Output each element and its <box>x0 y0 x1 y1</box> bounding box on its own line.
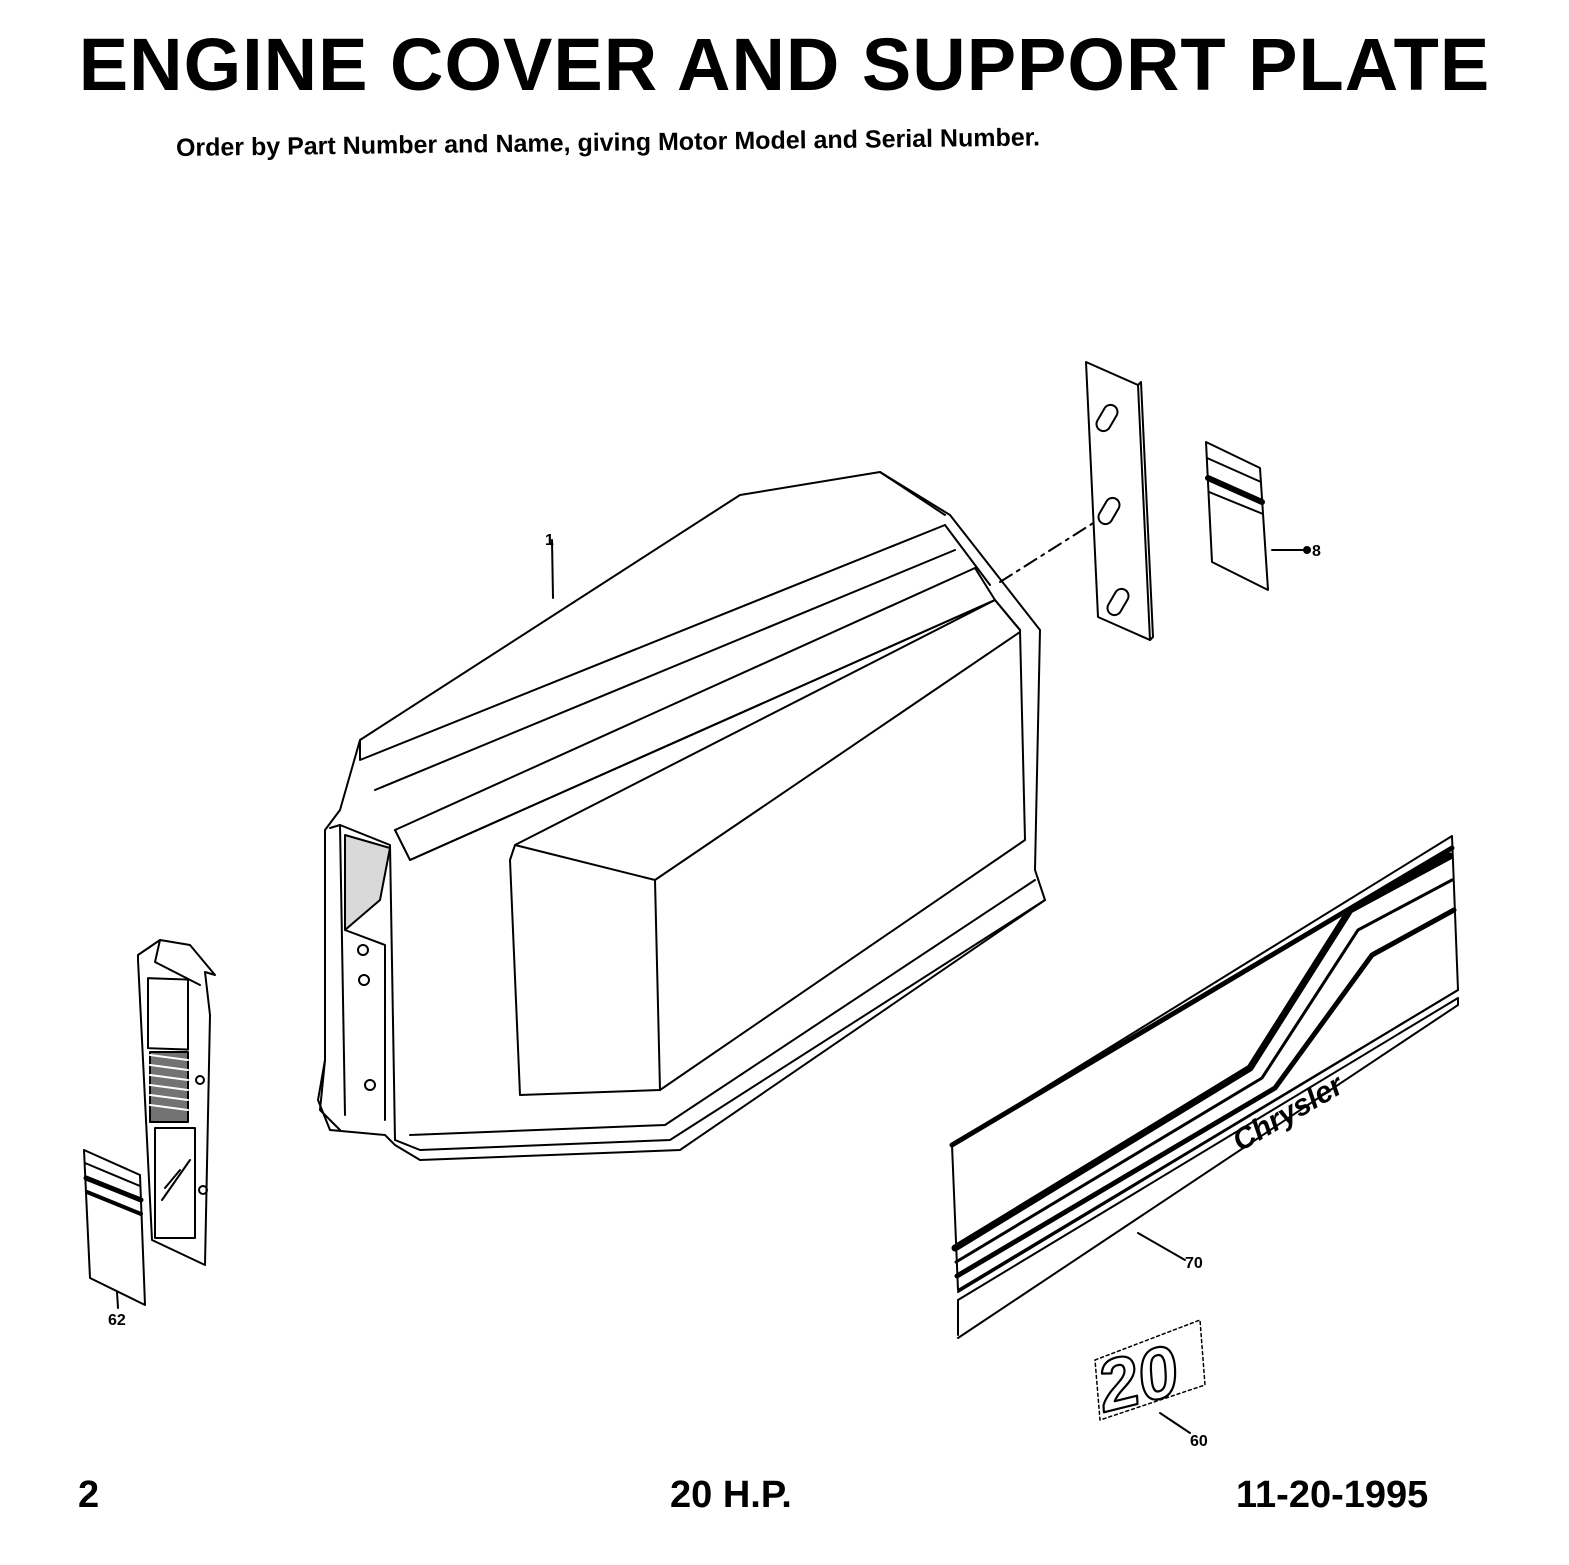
leader-line-62 <box>116 1291 119 1309</box>
support-plate <box>1085 361 1154 641</box>
leader-line-1 <box>551 539 554 599</box>
callout-60: 60 <box>1190 1433 1208 1450</box>
rear-cover-panel <box>137 939 216 1266</box>
hp-decal-number: 20 <box>1088 1331 1187 1428</box>
model-label: 20 H.P. <box>670 1474 792 1516</box>
page-title: ENGINE COVER AND SUPPORT PLATE <box>78 23 1491 106</box>
alignment-line <box>999 519 1099 583</box>
support-plate-decal <box>1205 441 1269 591</box>
side-decal-left <box>83 1149 146 1306</box>
callout-8: 8 <box>1312 543 1321 560</box>
callout-62: 62 <box>108 1312 126 1329</box>
leader-dot-8 <box>1303 546 1311 554</box>
callout-70: 70 <box>1185 1255 1203 1272</box>
revision-date: 11-20-1995 <box>1236 1474 1429 1516</box>
engine-cover <box>317 471 1046 1161</box>
chrysler-decal-text: Chrysler <box>1227 1067 1351 1158</box>
callout-1: 1 <box>545 532 554 549</box>
page-number: 2 <box>78 1474 100 1516</box>
hp-decal: 20 <box>1086 1319 1206 1429</box>
leader-line-70 <box>1137 1232 1186 1261</box>
leader-line-60 <box>1159 1412 1191 1434</box>
